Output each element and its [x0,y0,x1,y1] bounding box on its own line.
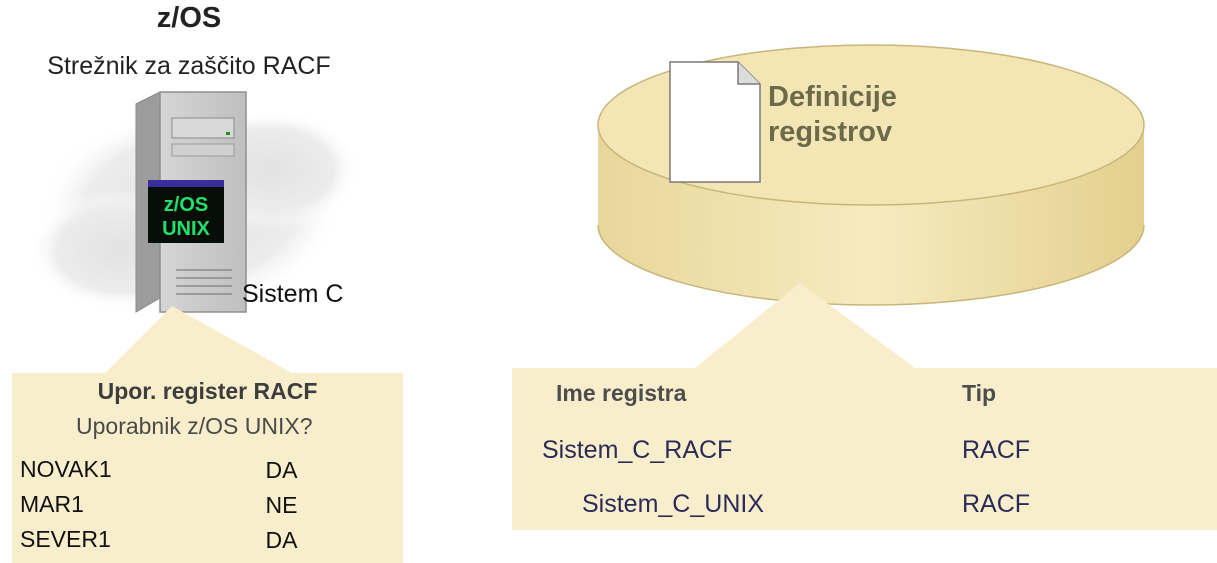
registry-type-header: Tip [962,380,997,406]
user-name-cell: NOVAK1 [20,456,112,482]
registry-type-cell: RACF [962,490,1031,518]
user-registry-question: Uporabnik z/OS UNIX? [76,413,313,439]
unix-user-cell: NE [265,492,298,518]
user-name-cell: SEVER1 [20,526,111,552]
registry-type-cell: RACF [962,436,1031,464]
server-title: z/OS [156,2,222,34]
registry-name-cell: Sistem_C_UNIX [582,490,764,518]
definitions-callout-pointer [695,283,915,368]
table-row: SEVER1 DA [12,526,403,556]
unix-user-cell: DA [265,457,298,483]
registry-name-header: Ime registra [556,380,687,406]
registry-table-panel: Ime registra Tip Sistem_C_RACF RACF Sist… [512,368,1217,530]
document-icon [669,61,761,183]
server-subtitle: Strežnik za zaščito RACF [47,52,331,80]
screen-line-1: z/OS [163,194,209,216]
screen-line-2: UNIX [162,218,210,240]
user-registry-panel: Upor. register RACF Uporabnik z/OS UNIX?… [12,373,403,563]
server-screen: z/OS UNIX [148,180,224,243]
disk-label-line-2: registrov [768,116,893,148]
table-row: MAR1 NE [12,491,403,521]
table-row: NOVAK1 DA [12,456,403,486]
disk-label: Definicije registrov [768,80,897,150]
unix-user-cell: DA [265,527,298,553]
disk-label-line-1: Definicije [768,81,897,113]
user-registry-heading: Upor. register RACF [97,378,318,404]
user-name-cell: MAR1 [20,491,84,517]
system-label: Sistem C [242,280,344,308]
registry-callout-pointer [105,306,292,373]
registry-name-cell: Sistem_C_RACF [542,436,733,464]
